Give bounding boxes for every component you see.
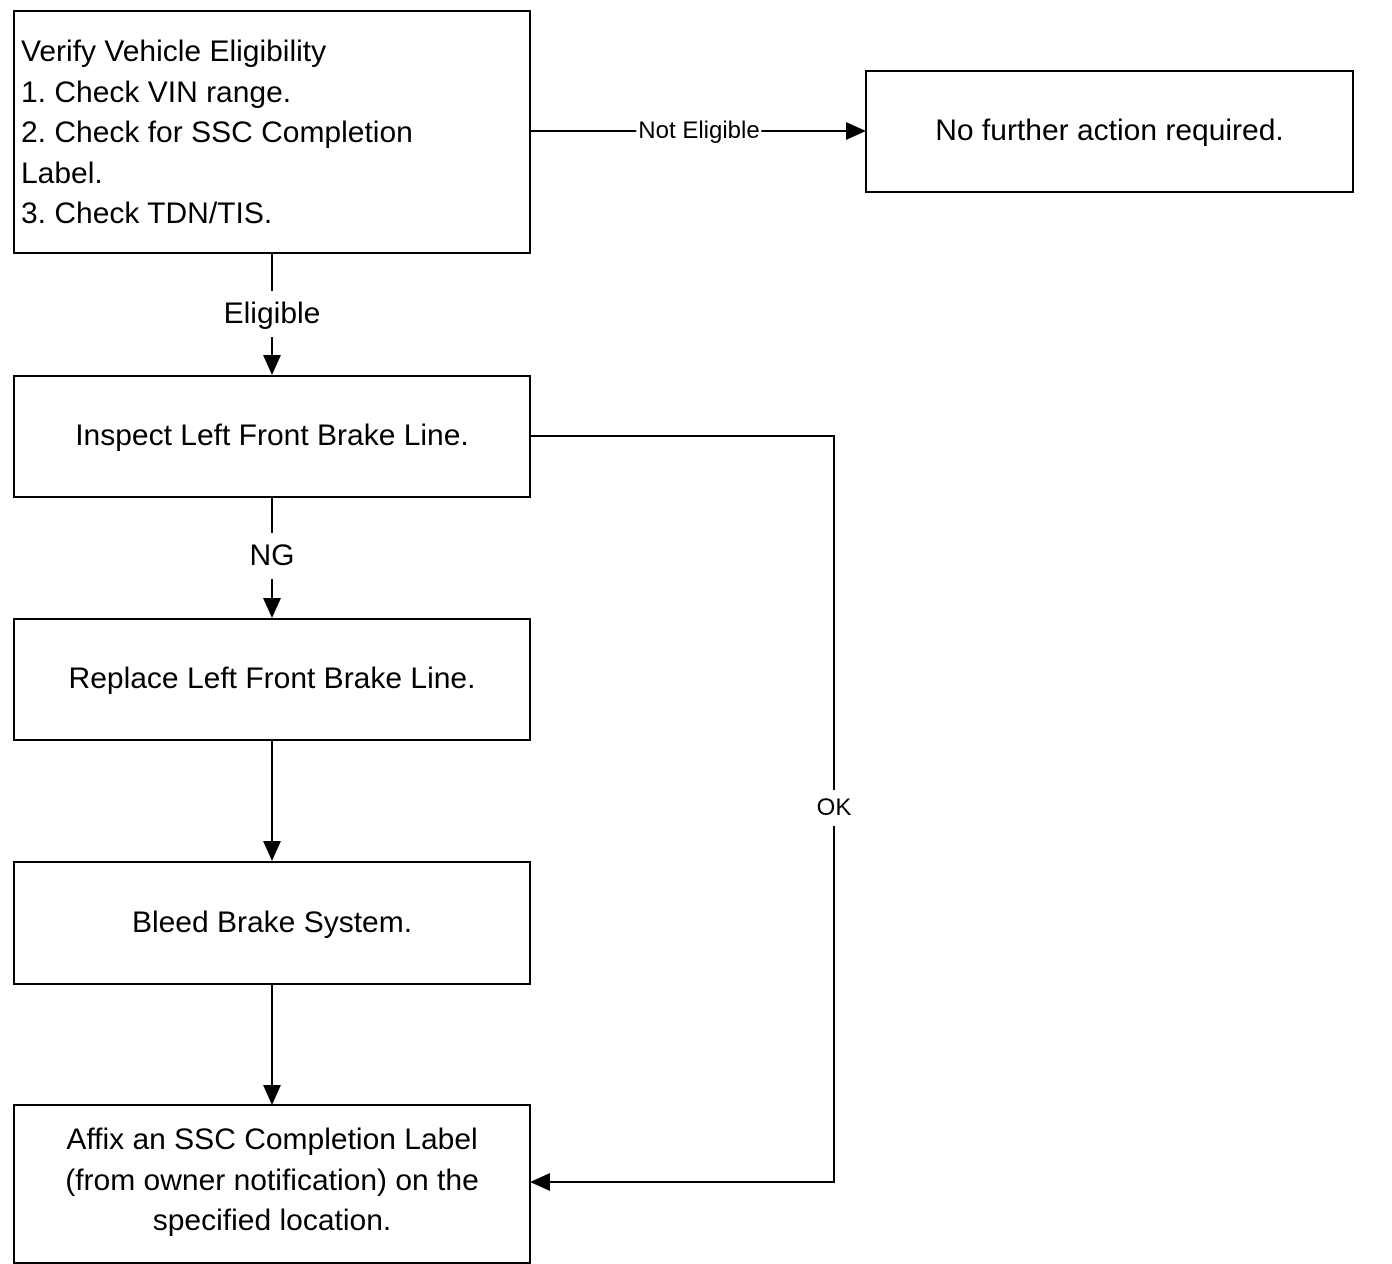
node-replace-brake-line: Replace Left Front Brake Line.: [13, 618, 531, 741]
node-inspect-brake-line: Inspect Left Front Brake Line.: [13, 375, 531, 498]
node-verify-line: 3. Check TDN/TIS.: [21, 197, 273, 230]
node-affix-line: Affix an SSC Completion Label: [66, 1123, 478, 1156]
connector-inspect-ok-to-affix: [530, 435, 835, 1183]
node-replace-text: Replace Left Front Brake Line.: [68, 662, 476, 696]
node-verify-line: 1. Check VIN range.: [21, 75, 292, 109]
node-no-further-action-text: No further action required.: [935, 114, 1284, 148]
arrowhead-right: [846, 122, 866, 140]
node-affix-line: specified location.: [152, 1204, 392, 1237]
node-bleed-brake-system: Bleed Brake System.: [13, 861, 531, 985]
arrowhead-down: [263, 355, 281, 375]
node-verify-line: Verify Vehicle Eligibility: [21, 35, 327, 68]
node-verify-line: 2. Check for SSC Completion: [21, 116, 413, 149]
arrowhead-down: [263, 1085, 281, 1105]
edge-label-ok: OK: [813, 790, 855, 826]
node-inspect-text: Inspect Left Front Brake Line.: [75, 419, 469, 453]
node-verify-line: Label.: [21, 156, 103, 190]
node-affix-ssc-label: Affix an SSC Completion Label (from owne…: [13, 1104, 531, 1264]
arrowhead-down: [263, 841, 281, 861]
node-bleed-text: Bleed Brake System.: [131, 905, 413, 939]
edge-label-ng: NG: [245, 533, 299, 579]
node-affix-line: (from owner notification) on the: [65, 1163, 479, 1197]
node-verify-eligibility: Verify Vehicle Eligibility 1. Check VIN …: [13, 10, 531, 254]
arrowhead-down: [263, 598, 281, 618]
edge-label-eligible: Eligible: [219, 291, 325, 337]
arrowhead-left: [530, 1173, 550, 1191]
edge-label-not-eligible: Not Eligible: [636, 117, 762, 144]
node-no-further-action: No further action required.: [865, 70, 1354, 193]
